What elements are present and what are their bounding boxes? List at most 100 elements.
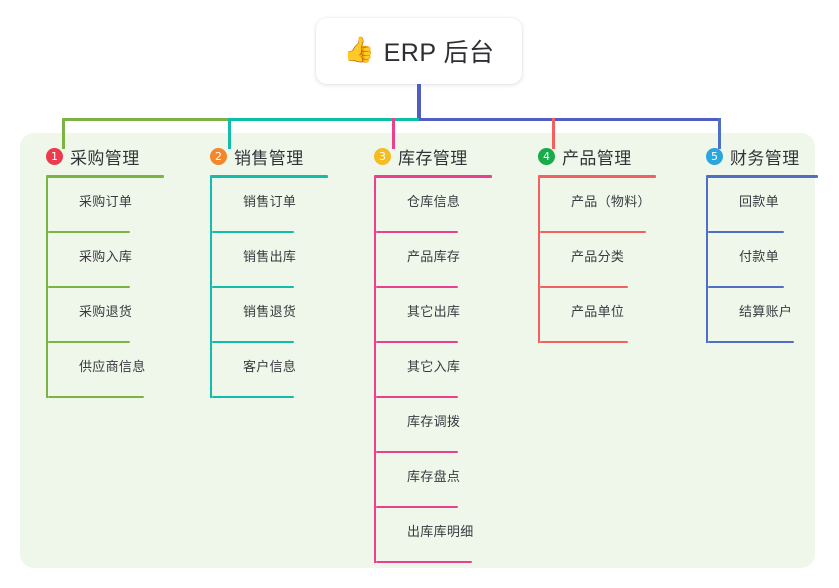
item-underline [708,231,784,233]
item-underline [540,341,628,343]
item-underline [212,286,294,288]
item-label: 供应商信息 [79,359,146,374]
item-underline [376,396,458,398]
item-label: 其它出库 [407,304,461,319]
item-label: 产品单位 [571,304,625,319]
connector-drop-column-4 [552,118,555,149]
column-underline-5 [706,175,818,178]
column-badge-2: 2 [210,147,227,165]
column-badge-3: 3 [374,147,391,165]
item-stem-line [538,178,540,233]
item-underline [376,451,458,453]
column-产品管理: 4 产品管理产品（物料） 产品分类产品单位 [520,145,656,343]
connector-drop-column-3 [392,118,395,149]
item-underline [48,231,130,233]
connector-trunk-segment-2 [228,118,422,121]
item-label: 销售出库 [243,249,297,264]
column-title-label: 库存管理 [398,148,468,168]
item-stem-line [46,343,48,398]
item-underline [376,561,472,563]
item-underline [708,286,784,288]
item-underline [376,231,458,233]
item-label: 产品库存 [407,249,461,264]
item-underline [376,341,458,343]
item-stem-line [210,233,212,288]
column-库存管理: 3 库存管理仓库信息产品库存其它出库其它入库库存调拨库存盘点出库库明细 [356,145,492,563]
item-underline [48,286,130,288]
thumbs-up-icon: 👍 [343,35,375,64]
item-label: 采购退货 [79,304,133,319]
item-label: 付款单 [739,249,779,264]
item-label: 客户信息 [243,359,297,374]
item-label: 其它入库 [407,359,461,374]
item-label: 销售退货 [243,304,297,319]
item-stem-line [46,178,48,233]
item-stem-line [374,288,376,343]
connector-drop-column-2 [228,118,231,149]
item-label: 仓库信息 [407,194,461,209]
item-stem-line [46,233,48,288]
column-header-3[interactable]: 3 库存管理 [356,145,484,168]
item-stem-line [374,233,376,288]
item-label: 回款单 [739,194,779,209]
column-underline-2 [210,175,328,178]
item-underline [376,286,458,288]
item-stem-line [46,288,48,343]
connector-trunk-segment-1 [62,118,231,121]
column-badge-5: 5 [706,147,723,165]
item-stem-line [374,508,376,563]
root-node-erp-backend[interactable]: 👍 ERP 后台 [316,18,522,84]
column-header-5[interactable]: 5 财务管理 [688,145,816,168]
item-label: 采购订单 [79,194,133,209]
column-badge-1: 1 [46,147,63,165]
root-node-label: ERP 后台 [383,39,495,67]
item-stem-line [374,343,376,398]
item-underline [48,341,130,343]
item-label: 结算账户 [739,304,793,319]
item-stem-line [538,288,540,343]
column-财务管理: 5 财务管理回款单付款单结算账户 [688,145,818,343]
column-underline-1 [46,175,164,178]
column-badge-4: 4 [538,147,555,165]
item-stem-line [210,288,212,343]
column-header-4[interactable]: 4 产品管理 [520,145,648,168]
connector-drop-column-5 [718,118,721,149]
item-stem-line [374,453,376,508]
item-label: 产品（物料） [571,194,651,209]
column-underline-4 [538,175,656,178]
column-title-label: 产品管理 [562,148,632,168]
item-stem-line [706,178,708,233]
item-underline [540,286,628,288]
item-underline [212,341,294,343]
item-stem-line [374,398,376,453]
item-underline [48,396,144,398]
column-header-2[interactable]: 2 销售管理 [192,145,320,168]
item-label: 产品分类 [571,249,625,264]
item-stem-line [706,288,708,343]
item-underline [540,231,646,233]
item-underline [376,506,458,508]
column-title-label: 财务管理 [730,148,800,168]
item-stem-line [538,233,540,288]
item-label: 库存盘点 [407,469,461,484]
item-underline [212,231,294,233]
item-underline [212,396,294,398]
connector-drop-column-1 [62,118,65,149]
connector-trunk-segment-3 [419,118,721,121]
item-label: 采购入库 [79,249,133,264]
item-stem-line [374,178,376,233]
item-label: 库存调拨 [407,414,461,429]
item-label: 出库库明细 [407,524,474,539]
diagram-background-panel [20,133,815,568]
item-stem-line [706,233,708,288]
item-label: 销售订单 [243,194,297,209]
column-underline-3 [374,175,492,178]
column-title-label: 销售管理 [234,148,304,168]
column-销售管理: 2 销售管理销售订单销售出库销售退货客户信息 [192,145,328,398]
item-stem-line [210,178,212,233]
connector-root-stem [417,84,421,121]
item-underline [708,341,794,343]
